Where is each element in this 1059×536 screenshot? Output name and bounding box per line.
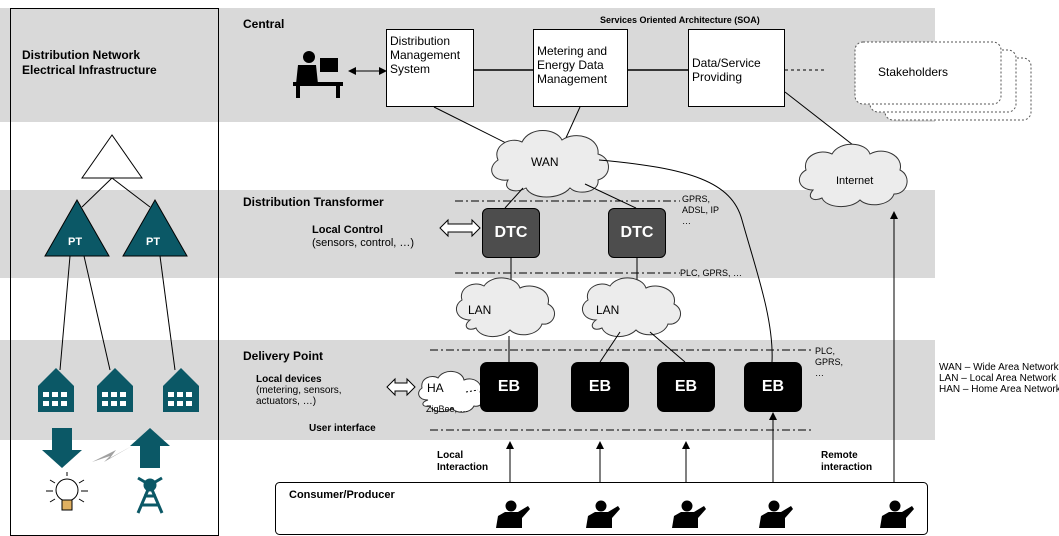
legend-wan: WAN – Wide Area Network (939, 362, 1059, 373)
tower-icon (136, 476, 164, 514)
local-control: Local Control (sensors, control, …) (312, 224, 414, 250)
local-devices-line1: (metering, sensors, (256, 385, 342, 396)
person-icon (586, 500, 620, 528)
left-panel-title-line2: Electrical Infrastructure (22, 63, 157, 77)
dms-line2: Management (390, 48, 461, 62)
local-devices-line2: actuators, …) (256, 396, 317, 407)
eb-box-3: EB (657, 362, 715, 412)
data-service-line2: Providing (692, 70, 743, 84)
remote-interaction-line2: interaction (821, 462, 873, 473)
local-devices: Local devices (metering, sensors, actuat… (256, 374, 342, 407)
stakeholders-shape (854, 41, 1032, 121)
local-interaction-label: Local Interaction (437, 450, 488, 474)
plc-gprs-right-label: PLC, GPRS, … (815, 346, 843, 379)
wan-label: WAN (531, 155, 559, 169)
soa-label: Services Oriented Architecture (SOA) (600, 15, 760, 25)
remote-interaction-label: Remote interaction (821, 450, 872, 474)
dtc-box-1: DTC (482, 208, 540, 258)
gprs-adsl-line1: GPRS, (682, 194, 711, 204)
legend: WAN – Wide Area Network LAN – Local Area… (939, 362, 1059, 395)
data-service-line1: Data/Service (692, 56, 761, 70)
plc-right-line2: GPRS, (815, 357, 844, 367)
local-control-arrow (439, 218, 481, 238)
substation-triangle (81, 134, 143, 179)
pt-label-right: PT (146, 236, 161, 248)
dtc-box-2: DTC (608, 208, 666, 258)
metering-box: Metering and Energy Data Management (533, 29, 628, 107)
local-devices-arrow (386, 377, 416, 397)
building-icon (97, 368, 133, 412)
wan-cloud (491, 130, 609, 198)
consumption-arrow-icon (42, 428, 82, 468)
local-control-desc: (sensors, control, …) (312, 237, 415, 249)
consumer-producer-label: Consumer/Producer (289, 489, 395, 501)
light-bulb-icon (46, 472, 88, 511)
gprs-adsl-label: GPRS, ADSL, IP … (682, 194, 719, 227)
eb-box-4: EB (744, 362, 802, 412)
stakeholders-label: Stakeholders (878, 65, 949, 79)
lan-cloud-1 (455, 277, 556, 337)
dms-box: Distribution Management System (386, 29, 474, 107)
local-control-title: Local Control (312, 224, 383, 236)
local-devices-title: Local devices (256, 374, 322, 385)
metering-line2: Energy Data (537, 58, 604, 72)
local-interaction-line2: Interaction (437, 462, 489, 473)
building-icon (38, 368, 74, 412)
layer-title-distribution-transformer: Distribution Transformer (243, 195, 384, 209)
left-panel-title-line1: Distribution Network (22, 48, 141, 62)
plc-right-line1: PLC, (815, 346, 836, 356)
legend-han: HAN – Home Area Network (939, 384, 1059, 395)
user-interface-label: User interface (309, 423, 376, 434)
ha-label: HA (427, 381, 444, 395)
local-interaction-line1: Local (437, 450, 464, 461)
person-icon (759, 500, 793, 528)
data-service-box: Data/Service Providing (688, 29, 785, 107)
eb-box-2: EB (571, 362, 629, 412)
layer-title-delivery-point: Delivery Point (243, 349, 324, 363)
person-icon (880, 500, 914, 528)
gprs-adsl-line3: … (682, 216, 691, 226)
lan-cloud-2 (581, 277, 682, 337)
eb-box-1: EB (480, 362, 538, 412)
pt-triangle-left (44, 198, 110, 257)
left-panel-title: Distribution Network Electrical Infrastr… (22, 48, 157, 78)
remote-interaction-line1: Remote (821, 450, 858, 461)
operator-desk-icon (293, 51, 343, 98)
person-icon (496, 500, 530, 528)
gprs-adsl-line2: ADSL, IP (682, 205, 720, 215)
lightning-icon (92, 446, 132, 462)
plc-gprs-label: PLC, GPRS, … (680, 268, 743, 278)
dms-line1: Distribution (390, 34, 451, 48)
dms-line3: System (390, 62, 431, 76)
legend-lan: LAN – Local Area Network (939, 373, 1057, 384)
plc-right-line3: … (815, 368, 824, 378)
pt-label-left: PT (68, 236, 83, 248)
internet-cloud (798, 143, 908, 207)
lan-label-2: LAN (596, 303, 620, 317)
internet-label: Internet (836, 175, 874, 187)
person-icon (672, 500, 706, 528)
pt-triangle-right (122, 198, 188, 257)
layer-title-central: Central (243, 17, 285, 31)
lan-label-1: LAN (468, 303, 492, 317)
production-arrow-icon (130, 428, 170, 468)
metering-line1: Metering and (537, 44, 608, 58)
building-icon (163, 368, 199, 412)
zigbee-label: ZigBee, … (426, 404, 469, 414)
metering-line3: Management (537, 72, 608, 86)
